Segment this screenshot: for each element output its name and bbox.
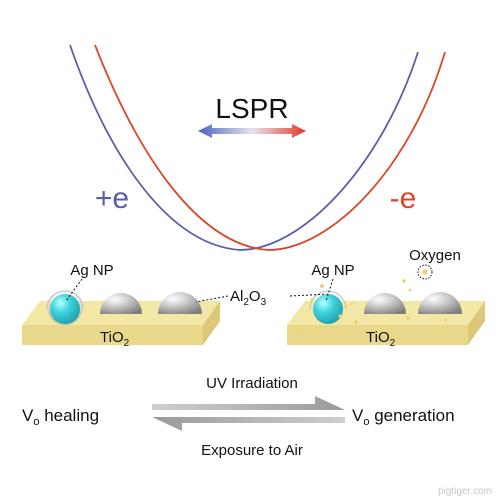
minus-e-label: -e — [390, 182, 417, 215]
vo-generation-sub: o — [363, 416, 369, 428]
watermark: pigtiger.com — [438, 486, 492, 497]
plus-e-label: +e — [95, 182, 129, 215]
left-tio2-label: TiO2 — [100, 329, 130, 349]
oxygen-icon — [417, 264, 433, 280]
forward-arrow — [152, 396, 345, 410]
right-sphere-right — [418, 292, 462, 314]
vo-healing-label: Vo healing — [22, 406, 99, 428]
right-tio2-main: TiO — [366, 329, 390, 346]
right-sphere-middle — [364, 293, 406, 314]
left-tio2-sub: 2 — [124, 338, 130, 349]
al2o3-pointer-left — [195, 295, 229, 303]
al2o3-label: Al2O3 — [230, 288, 267, 308]
uv-irradiation-label: UV Irradiation — [206, 375, 298, 392]
left-sphere-middle — [100, 293, 142, 314]
vo-healing-sub: o — [33, 416, 39, 428]
left-ag-nanoparticle — [46, 289, 84, 325]
spectrum-curve-plus-e — [69, 44, 419, 251]
vo-healing-v: V — [22, 406, 34, 425]
left-tio2-main: TiO — [100, 329, 124, 346]
vo-healing-rest: healing — [39, 406, 99, 425]
oxygen-label: Oxygen — [409, 247, 461, 264]
vo-generation-label: Vo generation — [352, 406, 455, 428]
al2o3-pointer-right — [289, 293, 331, 297]
al2o3-sub2: 3 — [261, 297, 267, 308]
lspr-title: LSPR — [215, 93, 288, 124]
spectrum-curve-minus-e — [94, 44, 446, 251]
al2o3-sub1: 2 — [243, 297, 249, 308]
exposure-to-air-label: Exposure to Air — [201, 442, 303, 459]
left-ag-label: Ag NP — [70, 262, 113, 279]
lspr-double-arrow — [198, 124, 306, 138]
reverse-arrow — [152, 417, 345, 431]
right-tio2-label: TiO2 — [366, 329, 396, 349]
oxygen-dots — [298, 279, 447, 332]
left-ag-pointer — [65, 278, 83, 302]
al2o3-o: O — [249, 288, 261, 305]
right-ag-label: Ag NP — [311, 262, 354, 279]
al2o3-al: Al — [230, 288, 243, 305]
right-ag-nanoparticle — [309, 290, 347, 324]
vo-generation-rest: generation — [369, 406, 454, 425]
left-sphere-right — [158, 292, 202, 314]
right-tio2-sub: 2 — [390, 338, 396, 349]
vo-generation-v: V — [352, 406, 364, 425]
